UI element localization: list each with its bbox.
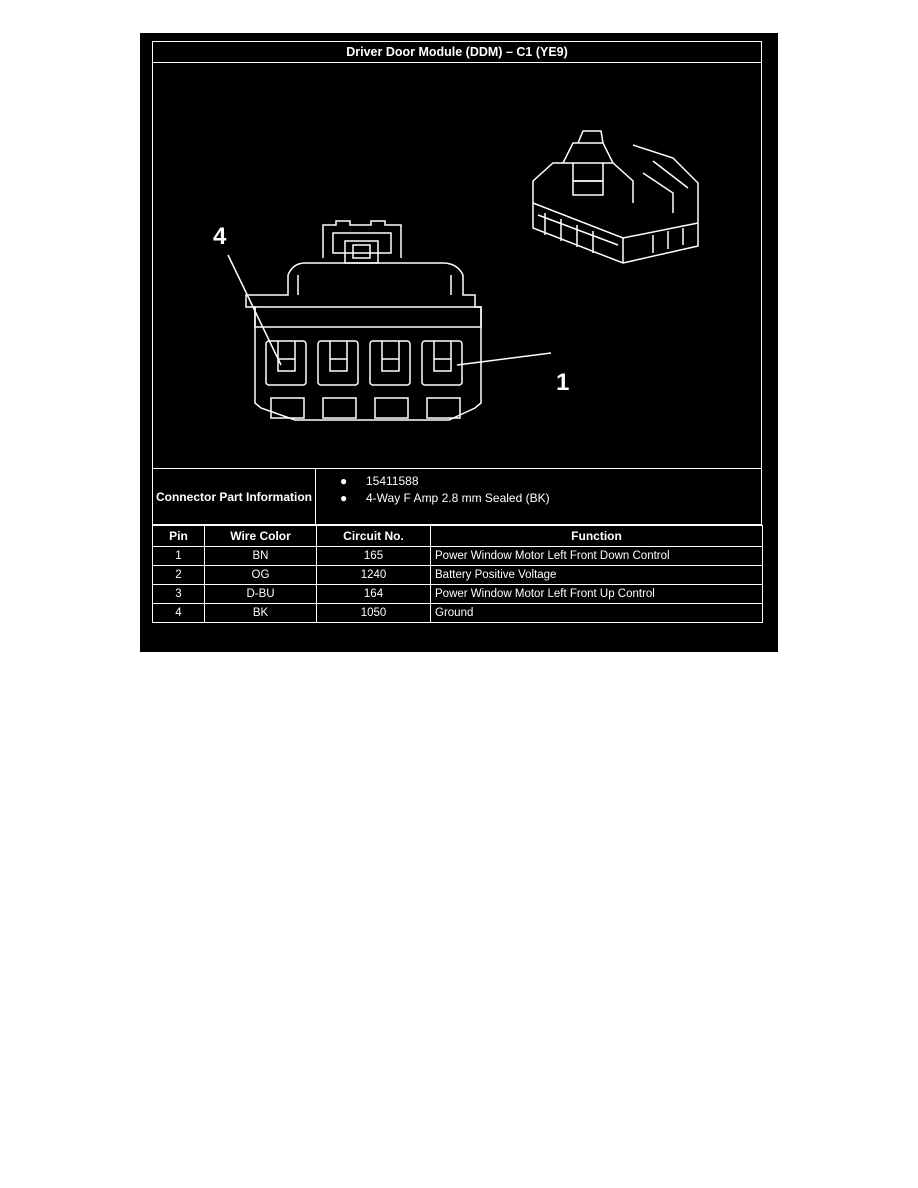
header-function: Function (430, 525, 763, 547)
cell-circuit-no: 1240 (316, 565, 431, 585)
diagram-area: 4 1 (152, 63, 762, 469)
connector-iso-view (532, 130, 699, 264)
connector-part-info: Connector Part Information ● 15411588 ● 4-… (152, 469, 762, 525)
header-circuit-no: Circuit No. (316, 525, 431, 547)
table-header-row: Pin Wire Color Circuit No. Function (152, 525, 763, 547)
table-row: 3 D-BU 164 Power Window Motor Left Front… (152, 584, 763, 604)
cell-function: Power Window Motor Left Front Up Control (430, 584, 763, 604)
part-info-item: ● 15411588 (316, 473, 762, 490)
pin-table: Pin Wire Color Circuit No. Function 1 BN… (152, 525, 763, 623)
table-row: 1 BN 165 Power Window Motor Left Front D… (152, 546, 763, 566)
cell-pin: 2 (152, 565, 205, 585)
header-pin: Pin (152, 525, 205, 547)
cell-circuit-no: 164 (316, 584, 431, 604)
leader-line-pin-1 (456, 352, 552, 366)
connector-part-info-list: ● 15411588 ● 4-Way F Amp 2.8 mm Sealed (BK… (316, 469, 762, 524)
part-description: 4-Way F Amp 2.8 mm Sealed (BK) (366, 491, 550, 505)
connector-diagram-frame: Driver Door Module (DDM) – C1 (YE9) (140, 33, 778, 652)
cell-circuit-no: 1050 (316, 603, 431, 623)
callout-pin-4: 4 (213, 223, 227, 250)
connector-face-view (245, 220, 482, 421)
bullet-icon: ● (340, 474, 348, 488)
leader-line-pin-4 (227, 254, 282, 366)
connector-drawing (227, 130, 699, 421)
connector-part-info-label: Connector Part Information (153, 469, 316, 524)
diagram-title: Driver Door Module (DDM) – C1 (YE9) (152, 41, 762, 63)
part-info-item: ● 4-Way F Amp 2.8 mm Sealed (BK) (316, 490, 762, 507)
header-wire-color: Wire Color (204, 525, 317, 547)
part-number: 15411588 (366, 474, 419, 488)
cell-function: Battery Positive Voltage (430, 565, 763, 585)
table-row: 4 BK 1050 Ground (152, 603, 763, 623)
cell-circuit-no: 165 (316, 546, 431, 566)
cell-pin: 3 (152, 584, 205, 604)
pin-cavity-2 (369, 340, 411, 386)
cell-function: Ground (430, 603, 763, 623)
cell-function: Power Window Motor Left Front Down Contr… (430, 546, 763, 566)
pin-cavity-3 (317, 340, 359, 386)
cell-wire-color: OG (204, 565, 317, 585)
pin-cavity-1 (421, 340, 463, 386)
cell-wire-color: BN (204, 546, 317, 566)
cell-wire-color: BK (204, 603, 317, 623)
table-row: 2 OG 1240 Battery Positive Voltage (152, 565, 763, 585)
cell-pin: 1 (152, 546, 205, 566)
cell-pin: 4 (152, 603, 205, 623)
cell-wire-color: D-BU (204, 584, 317, 604)
pin-cavity-4 (265, 340, 307, 386)
callout-pin-1: 1 (556, 369, 570, 396)
bullet-icon: ● (340, 491, 348, 505)
